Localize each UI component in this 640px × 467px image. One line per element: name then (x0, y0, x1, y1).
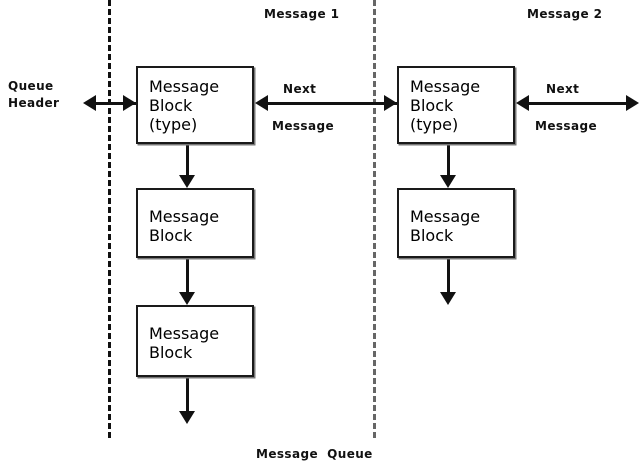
block-text-line2: Block (410, 96, 454, 115)
message-2-tail-line (447, 258, 450, 294)
block-text-line1: Message (149, 324, 220, 343)
message-1-block-3-text: Message Block (149, 324, 219, 362)
queue-header-connector-line (95, 102, 137, 105)
block-text-line3: (type) (410, 115, 459, 134)
queue-header-label-line2: Header (8, 96, 60, 110)
block-text-line2: Block (149, 96, 193, 115)
message-2-block-2-text: Message Block (410, 207, 480, 245)
message-boundary-divider (373, 0, 376, 438)
next-message-1-arrow-left (255, 95, 268, 111)
message-2-block-head[interactable]: Message Block (type) (397, 66, 515, 144)
next-message-2-label-bottom: Message (535, 119, 597, 133)
next-message-1-arrow-right (384, 95, 397, 111)
queue-header-divider (108, 0, 111, 438)
message-2-tail-arrow (440, 292, 456, 305)
next-message-1-connector-line (267, 102, 397, 105)
next-message-2-label-top: Next (546, 82, 580, 96)
message-1-block-head-text: Message Block (type) (149, 77, 219, 134)
section-label-message-1: Message 1 (264, 7, 340, 21)
queue-header-label-line1: Queue (8, 79, 54, 93)
message-1-block-2[interactable]: Message Block (136, 188, 254, 258)
block-text-line1: Message (410, 77, 481, 96)
message-1-tail-line (186, 377, 189, 413)
next-message-2-connector-line (528, 102, 629, 105)
message-1-block-3[interactable]: Message Block (136, 305, 254, 377)
message-1-link-1-arrow (179, 175, 195, 188)
block-text-line2: Block (149, 226, 193, 245)
block-text-line3: (type) (149, 115, 198, 134)
next-message-1-label-top: Next (283, 82, 317, 96)
block-text-line2: Block (149, 343, 193, 362)
block-text-line1: Message (149, 207, 220, 226)
message-1-link-2-arrow (179, 292, 195, 305)
next-message-2-arrow-right (626, 95, 639, 111)
message-1-block-2-text: Message Block (149, 207, 219, 245)
queue-header-arrow-right (123, 95, 136, 111)
message-2-block-head-text: Message Block (type) (410, 77, 480, 134)
message-2-link-1-line (447, 144, 450, 177)
message-2-block-2[interactable]: Message Block (397, 188, 515, 258)
block-text-line1: Message (410, 207, 481, 226)
message-1-block-head[interactable]: Message Block (type) (136, 66, 254, 144)
next-message-2-arrow-left (516, 95, 529, 111)
queue-header-arrow-left (83, 95, 96, 111)
message-1-tail-arrow (179, 411, 195, 424)
message-1-link-1-line (186, 144, 189, 177)
message-1-link-2-line (186, 258, 189, 294)
section-label-message-2: Message 2 (527, 7, 603, 21)
diagram-caption: Message Queue (256, 447, 373, 461)
message-2-link-1-arrow (440, 175, 456, 188)
next-message-1-label-bottom: Message (272, 119, 334, 133)
block-text-line2: Block (410, 226, 454, 245)
block-text-line1: Message (149, 77, 220, 96)
